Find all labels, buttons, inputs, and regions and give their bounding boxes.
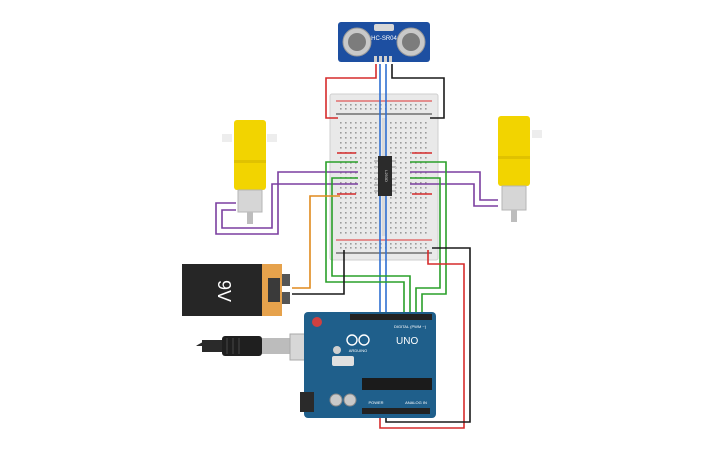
usb-cable bbox=[196, 333, 313, 361]
wire-battery-pos bbox=[292, 195, 340, 289]
ultrasonic-sensor: HC-SR04 bbox=[338, 22, 430, 62]
arduino-digital-label: DIGITAL (PWM ~) bbox=[394, 324, 427, 329]
arduino-brand: ARDUINO bbox=[349, 348, 367, 353]
motor-right bbox=[498, 116, 542, 222]
wire-arduino-5v bbox=[379, 250, 465, 429]
battery-9v: 9V bbox=[182, 264, 290, 316]
wires bbox=[215, 64, 498, 429]
wire-green-1 bbox=[325, 161, 405, 312]
wire-sensor-vcc bbox=[325, 64, 377, 119]
driver-chip-label: L293D bbox=[384, 170, 389, 182]
motor-left bbox=[222, 120, 277, 224]
wire-motor-left-b bbox=[221, 183, 358, 229]
wire-motor-left-a bbox=[215, 171, 358, 235]
wire-green-4 bbox=[410, 177, 441, 312]
wire-motor-right-a bbox=[410, 171, 498, 201]
arduino-uno: UNO ARDUINO DIGITAL (PWM ~) POWER ANALOG… bbox=[300, 312, 436, 418]
wire-motor-right-b bbox=[410, 183, 498, 207]
wire-green-2 bbox=[331, 177, 411, 312]
battery-label: 9V bbox=[214, 280, 234, 302]
wire-green-3 bbox=[410, 161, 447, 312]
arduino-analog-label: ANALOG IN bbox=[405, 400, 427, 405]
sensor-label: HC-SR04 bbox=[371, 36, 397, 42]
arduino-logo: UNO bbox=[396, 336, 418, 347]
arduino-power-label: POWER bbox=[368, 400, 383, 405]
driver-chip: L293D bbox=[374, 156, 396, 196]
wire-sensor-gnd bbox=[391, 64, 445, 119]
wire-battery-neg bbox=[292, 250, 345, 295]
